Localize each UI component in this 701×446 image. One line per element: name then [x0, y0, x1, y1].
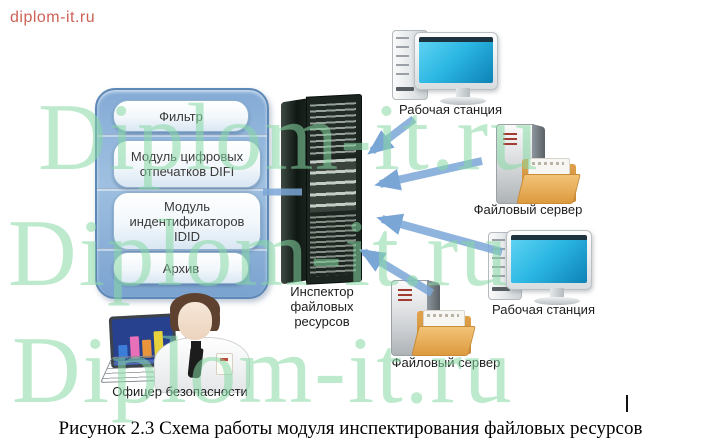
tower-stripe: [398, 289, 412, 291]
site-logo: diplom-it.ru: [10, 9, 96, 26]
arrow-fileserver1-to-server: [374, 157, 483, 191]
module-item-difi: Модуль цифровых отпечатков DIFI: [113, 140, 261, 188]
tower-slots: [396, 37, 409, 77]
text-cursor: [626, 395, 628, 412]
figure-caption[interactable]: Рисунок 2.3 Схема работы модуля инспекти…: [58, 418, 643, 439]
stand-base: [534, 297, 580, 305]
tower-drive: [492, 287, 510, 291]
paper-lines: [427, 314, 459, 317]
folder-icon: [411, 310, 476, 356]
tower-stripe: [503, 133, 517, 135]
monitor-icon: [506, 230, 592, 290]
badge-mark: [220, 358, 228, 361]
officer-hair-side: [210, 307, 220, 331]
officer-badge: [216, 353, 233, 375]
paper-lines: [532, 162, 564, 165]
tower-drive: [396, 87, 414, 91]
arrow-workstation1-to-server: [367, 115, 417, 155]
divider: [97, 134, 267, 137]
monitor-screen: [419, 37, 493, 83]
module-item-label: Модуль цифровых отпечатков DIFI: [130, 149, 244, 179]
workstation-2-label: Рабочая станция: [492, 302, 595, 317]
file-server-2-label: Файловый сервер: [391, 355, 501, 370]
security-officer-label: Офицер безопасности: [112, 384, 248, 399]
stand-neck: [456, 88, 470, 97]
officer-hair-side: [170, 307, 180, 331]
arrow-workstation2-to-server: [376, 213, 504, 256]
module-item-idid: Модуль индентификаторов IDID: [113, 192, 261, 250]
module-item-archive: Архив: [113, 252, 249, 284]
inspector-label: Инспектор файловых ресурсов: [290, 284, 354, 329]
monitor-stand: [534, 288, 580, 305]
officer-tie-knot: [191, 341, 201, 349]
tower-stripe: [398, 299, 412, 301]
module-item-label: Архив: [162, 260, 200, 276]
monitor-stand: [440, 88, 486, 105]
tower-stripe: [398, 294, 412, 296]
folder-icon: [516, 158, 581, 204]
file-server-2-icon: [383, 278, 495, 362]
divider: [97, 188, 267, 191]
monitor-icon: [414, 32, 498, 90]
arrow-fileserver2-to-server: [358, 248, 435, 297]
officer-face: [178, 302, 212, 340]
module-item-label: Фильтр: [159, 108, 203, 124]
officer-body: [154, 337, 250, 393]
workstation-1-icon: [388, 26, 505, 105]
file-server-1-label: Файловый сервер: [473, 202, 583, 217]
security-officer-icon: [100, 293, 258, 393]
file-server-1-icon: [470, 122, 582, 206]
workstation-2-icon: [480, 226, 597, 305]
tower-stripe: [503, 138, 517, 140]
stand-neck: [550, 288, 564, 297]
workstation-1-label: Рабочая станция: [399, 102, 502, 117]
monitor-screen: [511, 235, 587, 283]
module-item-label: Модуль индентификаторов IDID: [129, 198, 245, 244]
tower-stripe: [503, 143, 517, 145]
stand-base: [440, 97, 486, 105]
module-item-filter: Фильтр: [113, 100, 249, 132]
